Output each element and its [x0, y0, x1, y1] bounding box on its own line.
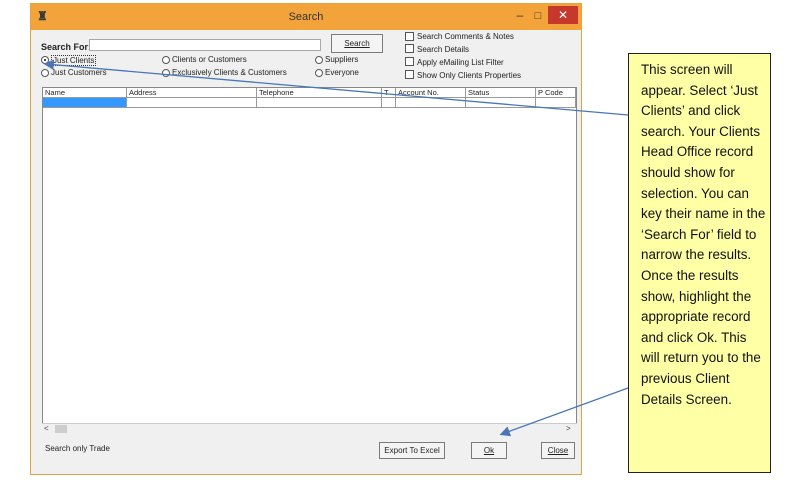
- instruction-callout: This screen will appear. Select ‘Just Cl…: [628, 53, 771, 473]
- maximize-icon[interactable]: □: [534, 10, 542, 22]
- table-row-cell[interactable]: [396, 98, 466, 108]
- window-title: Search: [288, 11, 324, 23]
- ok-button-label: Ok: [483, 446, 495, 455]
- checkbox-search-details-label: Search Details: [417, 45, 470, 54]
- search-window: ♜ Search – □ ✕ Search For: Search Just C…: [30, 3, 582, 475]
- table-row-cell-selected[interactable]: [43, 98, 127, 108]
- radio-clients-or-customers-dot[interactable]: [162, 56, 170, 64]
- app-icon: ♜: [37, 9, 48, 23]
- checkbox-clients-properties-box[interactable]: [405, 70, 414, 79]
- radio-exclusively-dot[interactable]: [162, 69, 170, 77]
- radio-clients-or-customers-label: Clients or Customers: [172, 55, 247, 64]
- results-grid[interactable]: Name Address Telephone T Account No. Sta…: [42, 87, 577, 427]
- col-header-p-code[interactable]: P Code: [536, 88, 576, 98]
- radio-everyone-dot[interactable]: [315, 69, 323, 77]
- title-bar[interactable]: ♜ Search – □ ✕: [31, 4, 581, 30]
- table-row-cell[interactable]: [257, 98, 382, 108]
- close-button-label: Close: [547, 446, 569, 455]
- col-header-t[interactable]: T: [382, 88, 396, 98]
- minimize-icon[interactable]: –: [516, 8, 524, 22]
- checkbox-search-comments-box[interactable]: [405, 32, 414, 41]
- ok-button[interactable]: Ok: [471, 442, 507, 459]
- checkbox-clients-properties-label: Show Only Clients Properties: [417, 71, 522, 80]
- scroll-thumb[interactable]: [55, 425, 67, 433]
- checkbox-emailing-filter-label: Apply eMailing List Filter: [417, 58, 504, 67]
- close-button[interactable]: Close: [541, 442, 575, 459]
- arrow-to-just-clients: [43, 59, 629, 116]
- horizontal-scrollbar[interactable]: < >: [42, 423, 577, 434]
- table-row-cell[interactable]: [466, 98, 536, 108]
- radio-exclusively-label: Exclusively Clients & Customers: [172, 68, 287, 77]
- col-header-address[interactable]: Address: [127, 88, 257, 98]
- table-row-cell[interactable]: [536, 98, 576, 108]
- search-input[interactable]: [89, 39, 321, 51]
- radio-suppliers-label: Suppliers: [325, 55, 359, 64]
- export-to-excel-button[interactable]: Export To Excel: [379, 442, 445, 459]
- radio-just-customers-label: Just Customers: [51, 68, 107, 77]
- checkbox-search-details-box[interactable]: [405, 44, 414, 53]
- scroll-left-icon[interactable]: <: [44, 424, 49, 433]
- search-button-label: Search: [344, 39, 370, 48]
- close-icon[interactable]: ✕: [548, 6, 578, 24]
- col-header-status[interactable]: Status: [466, 88, 536, 98]
- checkbox-emailing-filter-box[interactable]: [405, 57, 414, 66]
- search-for-label: Search For:: [41, 42, 92, 52]
- instruction-text-2: Once the results show, highlight the app…: [641, 267, 761, 407]
- checkbox-search-comments-label: Search Comments & Notes: [417, 32, 514, 41]
- instruction-text-1: This screen will appear. Select ‘Just Cl…: [641, 62, 766, 263]
- table-row-cell[interactable]: [382, 98, 396, 108]
- radio-everyone-label: Everyone: [325, 68, 359, 77]
- col-header-name[interactable]: Name: [43, 88, 127, 98]
- scroll-right-icon[interactable]: >: [566, 424, 571, 433]
- search-button[interactable]: Search: [331, 34, 383, 53]
- radio-suppliers-dot[interactable]: [315, 56, 323, 64]
- table-row-cell[interactable]: [127, 98, 257, 108]
- arrow-to-ok-button: [499, 387, 629, 437]
- status-text: Search only Trade: [45, 444, 110, 453]
